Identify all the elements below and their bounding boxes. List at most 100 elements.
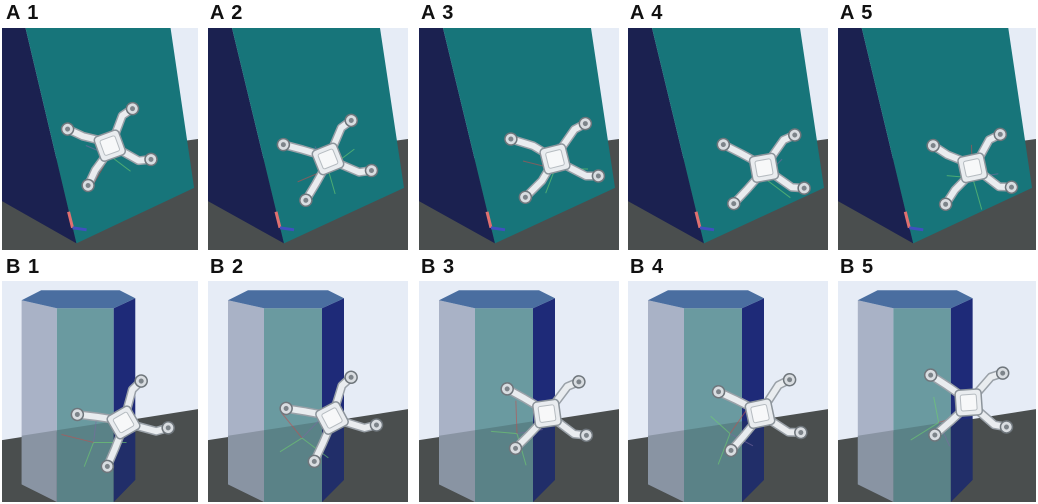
climbing-robot xyxy=(504,116,606,205)
robot-leg xyxy=(329,113,359,151)
panel-a5-inclined-wall-scene xyxy=(838,28,1036,250)
robot-leg xyxy=(923,368,963,398)
pillar-front-face xyxy=(56,308,114,502)
coordinate-axes-marker xyxy=(67,211,87,232)
panel-a4-inclined-wall-scene xyxy=(628,28,828,250)
climbing-robot xyxy=(500,375,594,456)
coordinate-axes-marker xyxy=(274,211,295,232)
panel-label-a3: A 3 xyxy=(421,2,455,24)
pillar-top-face xyxy=(21,290,136,309)
climbing-robot xyxy=(711,372,808,458)
robot-leg xyxy=(504,132,548,157)
panel-a1-inclined-wall-scene xyxy=(2,28,198,250)
panel-label-b3: B 3 xyxy=(421,256,456,278)
pillar-right-face xyxy=(533,298,555,502)
force-vector-line xyxy=(710,415,731,434)
climbing-robot xyxy=(926,127,1019,212)
pillar-left-face xyxy=(857,300,894,502)
climbing-robot xyxy=(923,366,1014,442)
robot-leg xyxy=(724,420,757,458)
inclined-wall-face xyxy=(652,28,824,244)
force-vector-line xyxy=(301,418,321,439)
robot-leg xyxy=(331,370,358,409)
panel-label-a5: A 5 xyxy=(840,2,874,24)
pillar-top-face xyxy=(228,290,344,309)
force-vector-line xyxy=(717,433,731,465)
panel-label-b4: B 4 xyxy=(630,256,665,278)
robot-leg xyxy=(557,116,593,152)
inclined-wall-face xyxy=(861,28,1033,244)
wall-side-face xyxy=(628,28,704,244)
panel-label-a2: A 2 xyxy=(210,2,244,24)
robot-leg xyxy=(553,417,594,443)
panel-b5-hex-pillar-scene xyxy=(838,281,1036,502)
inclined-wall-face xyxy=(443,28,615,244)
robot-leg xyxy=(70,407,115,424)
robot-leg xyxy=(279,401,323,419)
force-vector-line xyxy=(61,433,94,443)
force-vector-line xyxy=(515,400,518,434)
climbing-robot xyxy=(70,374,175,474)
panel-b1-hex-pillar-scene xyxy=(2,281,198,502)
robot-leg xyxy=(562,161,606,183)
pillar-left-face xyxy=(439,300,475,502)
robot-leg xyxy=(299,167,327,208)
wall-side-face xyxy=(419,28,495,244)
panel-a3-inclined-wall-scene xyxy=(419,28,619,250)
pillar-right-face xyxy=(113,298,136,502)
robot-leg xyxy=(111,101,140,138)
robot-leg xyxy=(500,382,541,410)
force-vector-line xyxy=(279,437,303,453)
robot-leg xyxy=(336,159,379,178)
wall-side-face xyxy=(838,28,914,244)
robot-leg xyxy=(518,166,553,205)
pillar-top-face xyxy=(857,290,973,309)
robot-leg xyxy=(928,408,964,442)
coordinate-axes-marker xyxy=(485,211,506,232)
panel-label-b5: B 5 xyxy=(840,256,875,278)
robot-leg xyxy=(974,407,1014,434)
panel-label-a1: A 1 xyxy=(6,2,40,24)
panel-b2-hex-pillar-scene xyxy=(208,281,408,502)
pillar-top-face xyxy=(648,290,764,309)
robot-leg xyxy=(60,122,102,145)
robot-leg xyxy=(716,137,757,165)
robot-leg xyxy=(727,174,761,211)
panel-b4-hex-pillar-scene xyxy=(628,281,828,502)
robot-leg xyxy=(771,171,811,195)
robot-leg xyxy=(767,416,808,440)
coordinate-axes-marker xyxy=(903,211,924,232)
robot-leg xyxy=(926,138,966,165)
robot-leg xyxy=(767,128,802,161)
robot-leg xyxy=(973,366,1010,397)
robot-leg xyxy=(763,372,797,407)
force-vector-line xyxy=(280,412,303,439)
robot-leg xyxy=(508,420,543,456)
inclined-wall-face xyxy=(232,28,404,244)
panel-label-b2: B 2 xyxy=(210,256,245,278)
panel-label-b1: B 1 xyxy=(6,256,41,278)
force-vector-line xyxy=(491,430,518,435)
climbing-robot xyxy=(276,113,379,208)
wall-side-face xyxy=(2,28,77,244)
robot-leg xyxy=(276,137,320,158)
force-vector-line xyxy=(910,422,939,441)
robot-leg xyxy=(980,171,1019,194)
coordinate-axes-marker xyxy=(694,211,715,232)
force-vector-line xyxy=(972,177,983,210)
force-vector-line xyxy=(933,396,940,423)
robot-leg xyxy=(122,374,148,414)
robot-leg xyxy=(711,384,753,411)
climbing-robot xyxy=(279,370,384,469)
panel-a2-inclined-wall-scene xyxy=(208,28,408,250)
pillar-left-face xyxy=(21,300,57,502)
pillar-left-face xyxy=(648,300,684,502)
robot-leg xyxy=(341,417,384,433)
robot-leg xyxy=(551,375,586,407)
robot-leg xyxy=(81,153,109,193)
pillar-left-face xyxy=(228,300,264,502)
robot-leg xyxy=(975,127,1008,161)
force-vector-line xyxy=(83,442,94,467)
climbing-robot xyxy=(716,128,811,211)
robot-leg xyxy=(100,431,125,474)
